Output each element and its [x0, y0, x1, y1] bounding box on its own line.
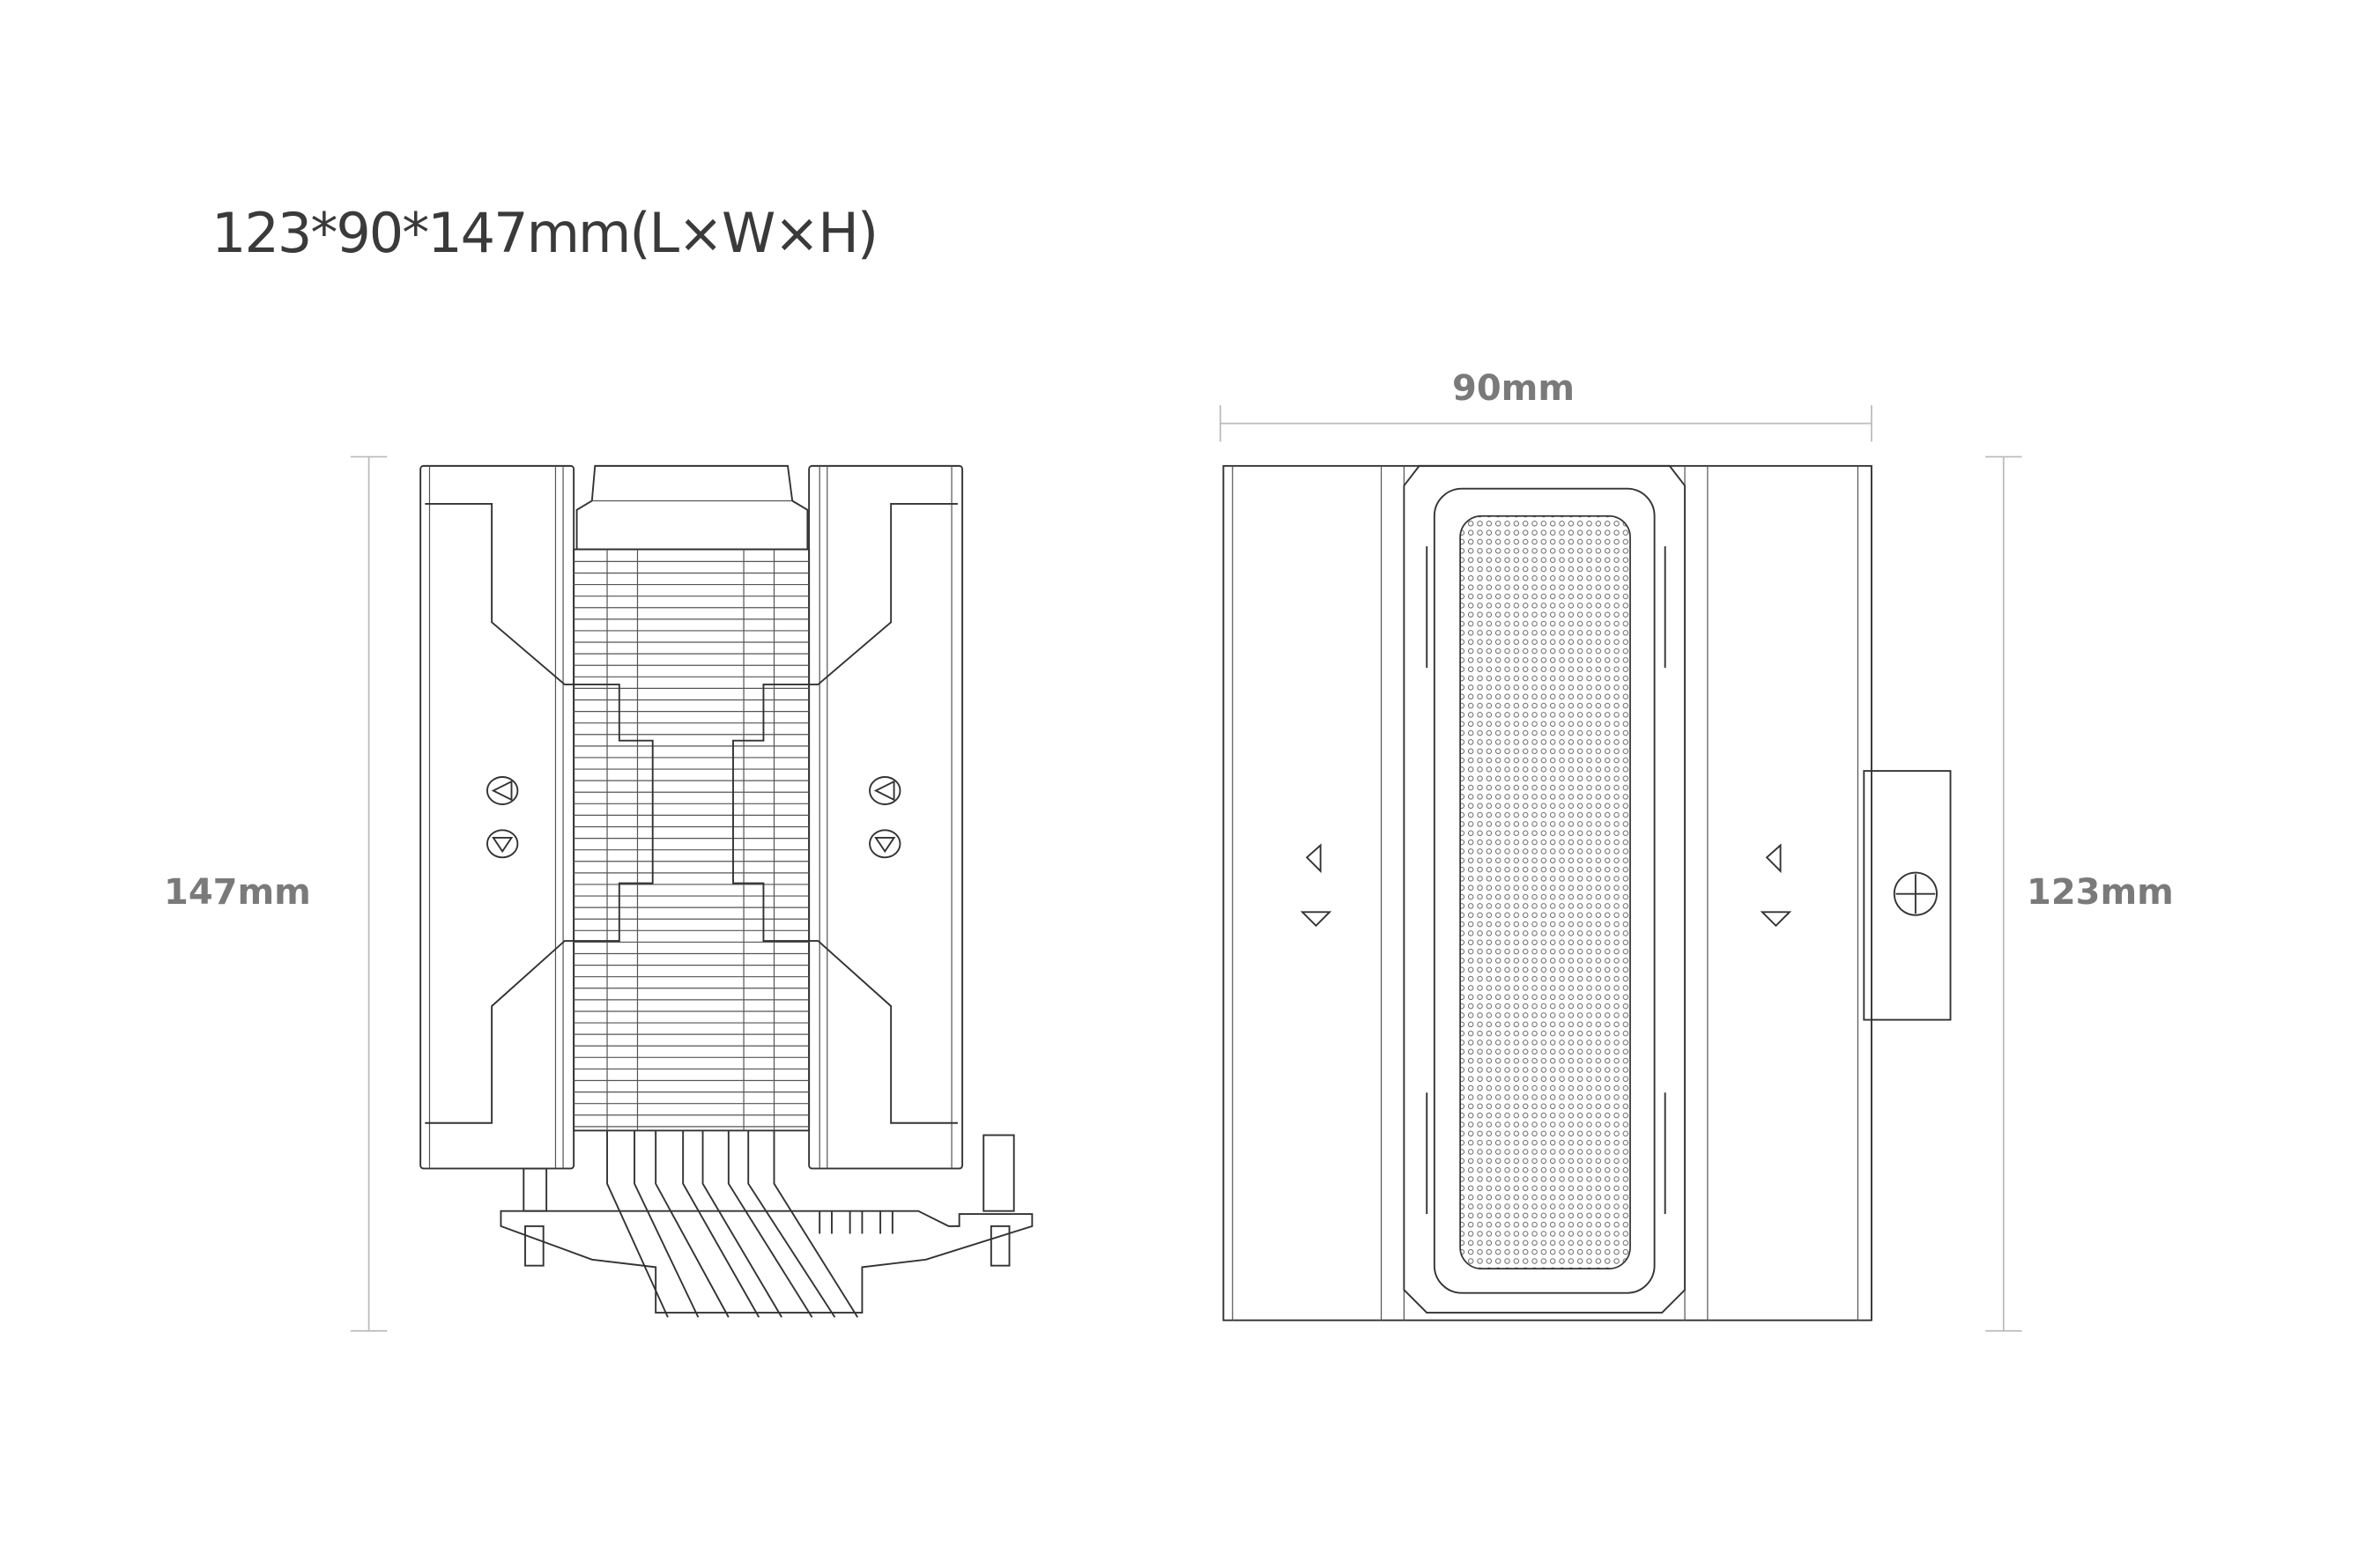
width-dimension-label: 90mm [1452, 368, 1576, 409]
heatsink-fins [573, 548, 811, 1132]
side-view [419, 464, 1034, 1318]
side-bracket [1863, 770, 1952, 1021]
mounting-base [500, 1210, 1034, 1314]
dimensions-title: 123*90*147mm(L×W×H) [211, 201, 879, 265]
width-dimension-line [1220, 404, 1872, 442]
top-cap [575, 464, 809, 551]
front-view [1222, 464, 1952, 1321]
base-fins [819, 1210, 893, 1234]
height-dimension-label: 147mm [164, 872, 311, 913]
dotted-light-panel [1459, 514, 1631, 1269]
clip-hooks [1426, 546, 1666, 1215]
spring-screws [523, 1134, 1015, 1267]
screw-icon [1893, 871, 1938, 916]
length-dimension-label: 123mm [2027, 872, 2174, 913]
right-fan [808, 464, 964, 1170]
airflow-arrow-icons [486, 776, 901, 859]
top-cover [1403, 464, 1687, 1314]
left-fan-clip [425, 502, 654, 1124]
heatpipes [606, 1130, 859, 1318]
height-dimension-line [350, 455, 388, 1332]
length-dimension-line [1985, 455, 2022, 1332]
airflow-arrow-icons [1300, 843, 1792, 928]
left-fan [419, 464, 575, 1170]
right-fan-clip [732, 502, 958, 1124]
